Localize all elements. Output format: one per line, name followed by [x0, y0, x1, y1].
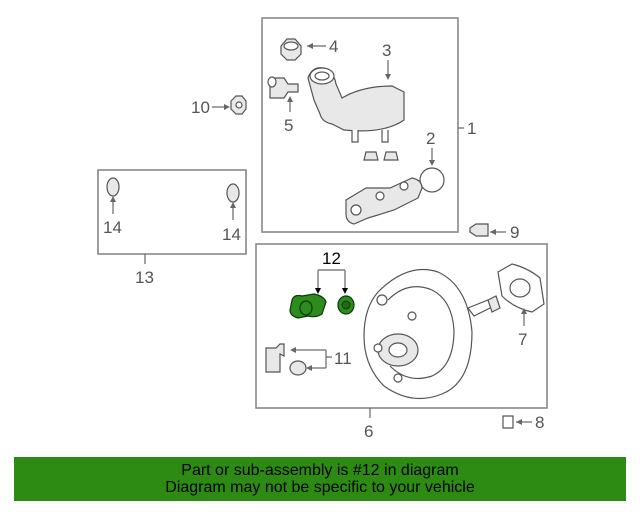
master-cylinder-body-part[interactable] [345, 177, 423, 225]
callout-14-left[interactable]: 14 [103, 218, 122, 237]
info-banner: Part or sub-assembly is #12 in diagram D… [14, 457, 626, 501]
hose-bracket-part[interactable] [265, 343, 285, 373]
clevis-pin-part[interactable] [502, 415, 514, 429]
hose-group-frame [97, 169, 247, 255]
brake-booster-part[interactable] [363, 268, 501, 400]
banner-line-1: Part or sub-assembly is #12 in diagram [181, 462, 459, 479]
callout-9[interactable]: 9 [510, 223, 519, 242]
callout-10[interactable]: 10 [191, 98, 210, 117]
callout-5[interactable]: 5 [284, 116, 293, 135]
callout-4[interactable]: 4 [329, 37, 338, 56]
reservoir-part[interactable] [307, 67, 405, 143]
callout-14-right[interactable]: 14 [222, 225, 241, 244]
banner-line-2: Diagram may not be specific to your vehi… [165, 479, 475, 496]
booster-group-frame [255, 243, 548, 409]
master-cylinder-group-frame [261, 17, 459, 233]
callout-3[interactable]: 3 [382, 41, 391, 60]
callout-11[interactable]: 11 [334, 349, 352, 368]
callout-12[interactable]: 12 [322, 249, 341, 268]
clip-part[interactable] [289, 360, 307, 376]
reservoir-cap-part[interactable] [280, 38, 302, 61]
booster-gasket-part[interactable] [497, 263, 545, 313]
callout-7[interactable]: 7 [518, 330, 527, 349]
callout-8[interactable]: 8 [535, 413, 544, 432]
hose-clamp-left-part[interactable] [106, 177, 120, 197]
level-sensor-part[interactable] [267, 76, 299, 99]
bolt-part[interactable] [469, 223, 489, 237]
grommet-highlighted-part[interactable] [337, 295, 355, 315]
nut-part[interactable] [230, 95, 247, 115]
callout-2[interactable]: 2 [426, 129, 435, 148]
parts-diagram: 1 4 3 5 2 9 [97, 17, 548, 441]
grommet-parts[interactable] [363, 151, 399, 161]
vacuum-hose-part[interactable] [115, 178, 221, 203]
check-valve-highlighted-part[interactable] [289, 293, 327, 319]
callout-1[interactable]: 1 [467, 119, 476, 138]
callout-6[interactable]: 6 [364, 422, 373, 441]
hose-clamp-right-part[interactable] [226, 183, 240, 203]
callout-13[interactable]: 13 [135, 268, 154, 287]
o-ring-part[interactable] [419, 167, 445, 193]
